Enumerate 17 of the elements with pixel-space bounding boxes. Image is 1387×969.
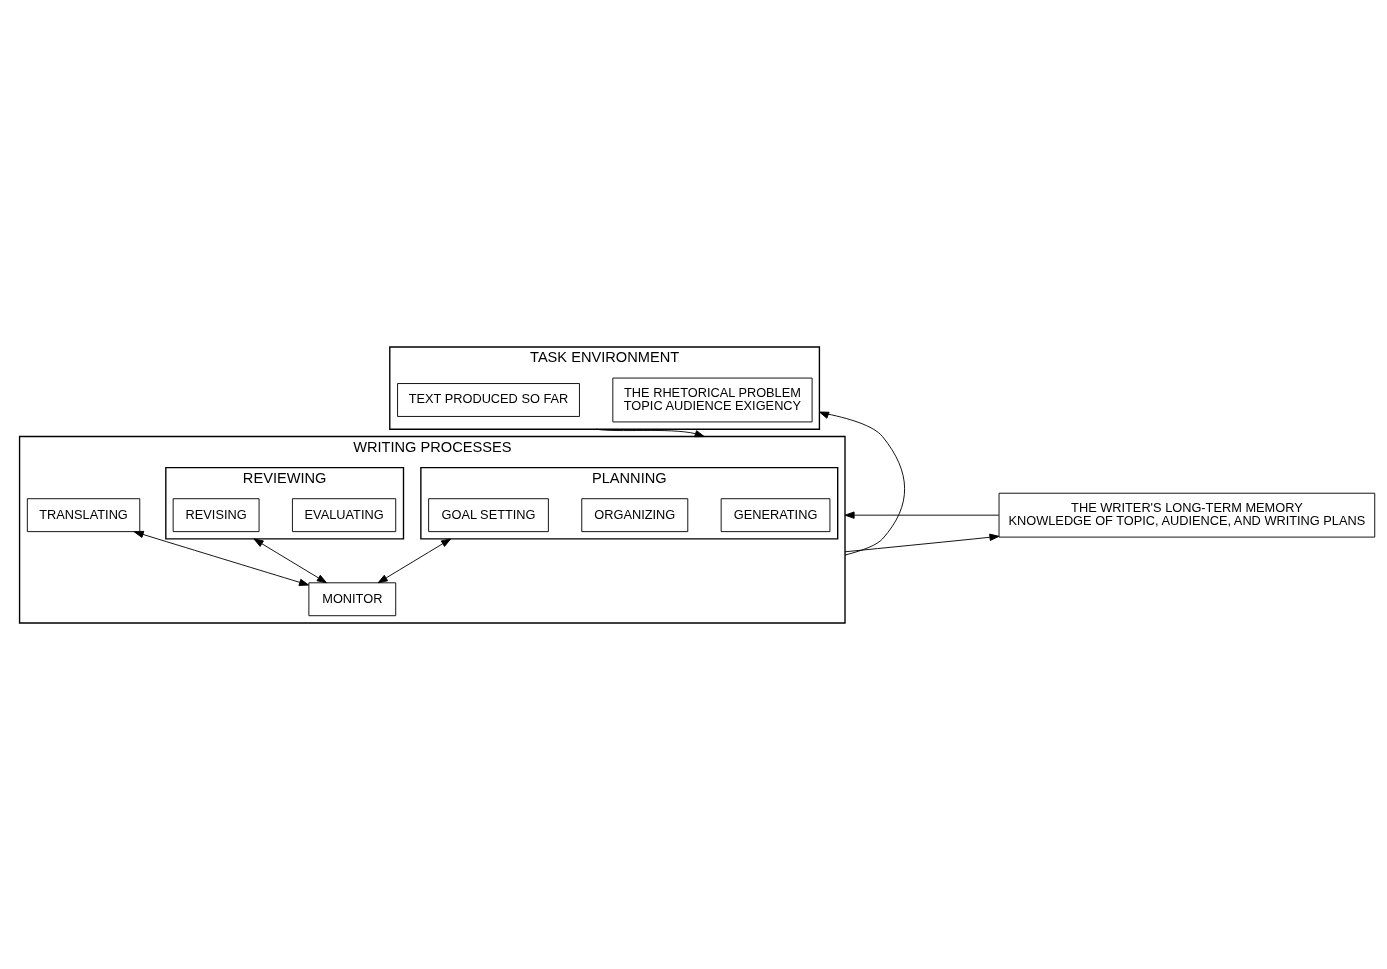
arrow <box>595 428 705 437</box>
arrow <box>133 530 310 586</box>
node-box: TEXT PRODUCED SO FAR <box>397 382 580 417</box>
arrow <box>818 411 906 555</box>
node-box: MONITOR <box>308 581 397 616</box>
arrow <box>844 533 1000 552</box>
node-box: THE RHETORICAL PROBLEM TOPIC AUDIENCE EXIGENCY <box>612 377 813 422</box>
arrow <box>253 537 327 583</box>
node-box: TRANSLATING <box>26 497 141 532</box>
node-box: EVALUATING <box>291 497 397 532</box>
arrow <box>844 511 1000 519</box>
node-box: ORGANIZING <box>581 497 689 532</box>
node-box: GENERATING <box>720 497 831 532</box>
node-box: THE WRITER'S LONG-TERM MEMORY KNOWLEDGE OF TOPIC, AUDIENCE, AND WRITING PLANS <box>998 492 1376 538</box>
arrow <box>377 537 452 583</box>
node-box: REVISING <box>172 497 260 532</box>
node-box: GOAL SETTING <box>428 497 549 532</box>
